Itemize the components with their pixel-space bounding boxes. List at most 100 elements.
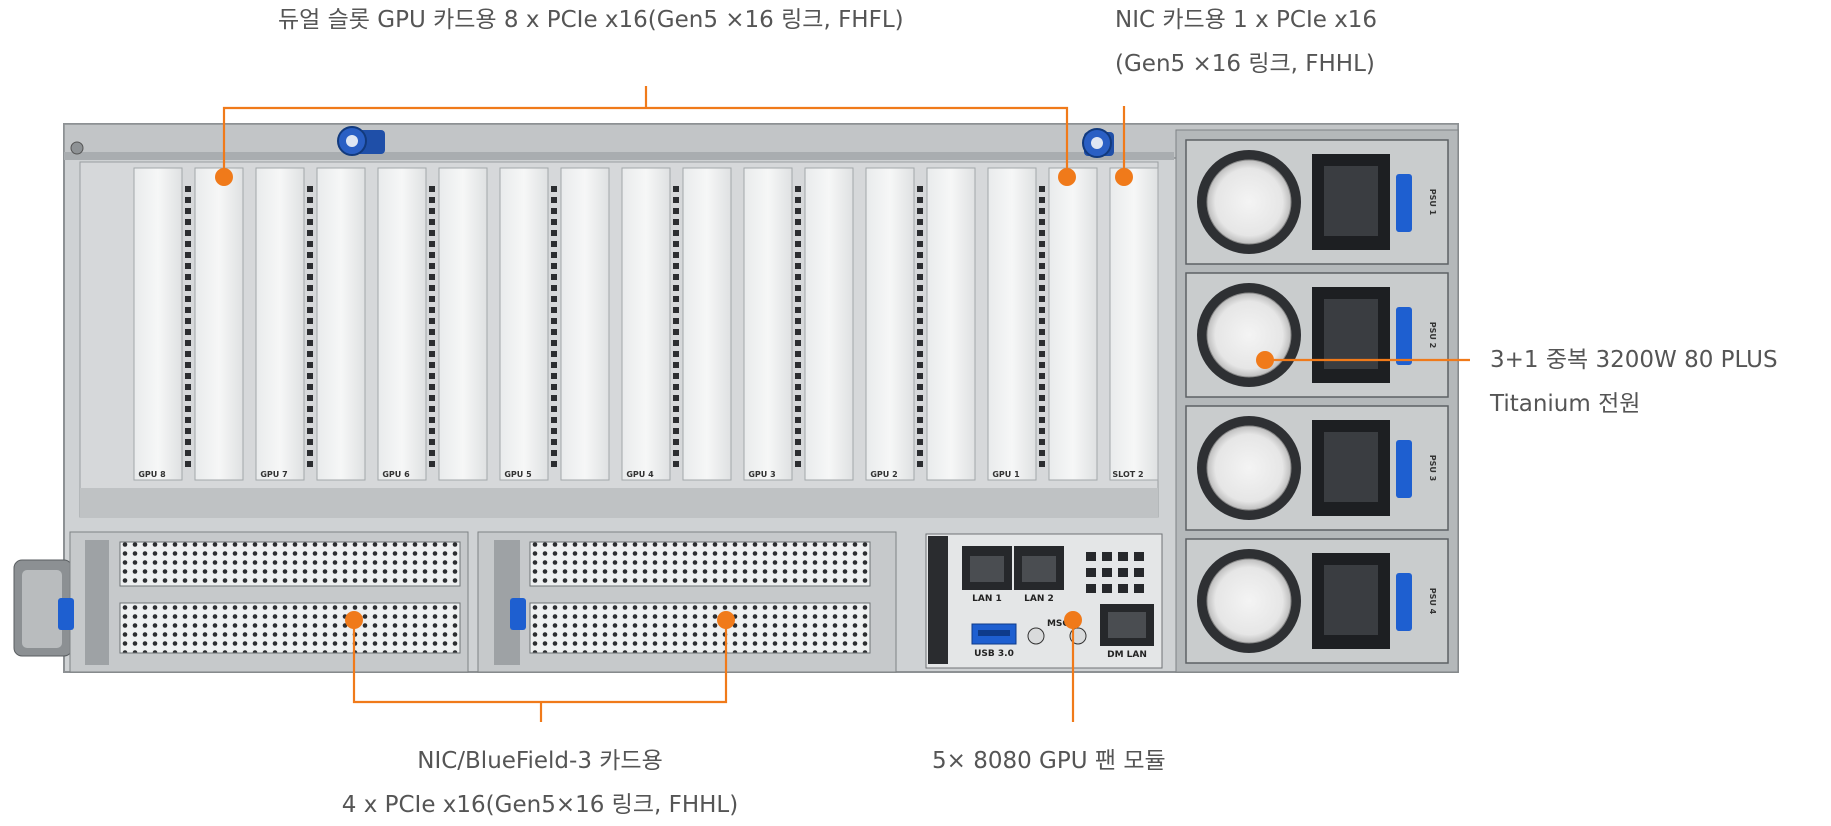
vent-slot (185, 384, 191, 390)
vent-slot (673, 373, 679, 379)
vent-slot (307, 318, 313, 324)
vent-slot (429, 307, 435, 313)
psu-release-latch[interactable] (1396, 573, 1412, 631)
usb-port[interactable] (971, 623, 1017, 645)
vent-slot (185, 186, 191, 192)
slot-label: GPU 7 (260, 470, 287, 479)
vent-slot (673, 186, 679, 192)
vent-slot (185, 439, 191, 445)
vent-slot (917, 362, 923, 368)
callout-dot (345, 611, 363, 629)
vent-slot (673, 219, 679, 225)
vent-slot (1039, 417, 1045, 423)
dm-lan-port[interactable] (1100, 604, 1154, 646)
vent-slot (307, 208, 313, 214)
vent-slot (551, 428, 557, 434)
pcie-bracket (255, 167, 305, 481)
vent-slot (917, 417, 923, 423)
psu-release-latch[interactable] (1396, 307, 1412, 365)
vent-slot (917, 285, 923, 291)
vent-slot (185, 252, 191, 258)
callout-dot (1115, 168, 1133, 186)
callout-fan-text: 5× 8080 GPU 팬 모듈 (932, 748, 1166, 774)
vent-slot (1039, 274, 1045, 280)
slot-label: GPU 3 (748, 470, 775, 479)
vent-slot (917, 461, 923, 467)
vent-slot (673, 197, 679, 203)
lan2-port[interactable] (1014, 546, 1064, 590)
vent-slot (307, 340, 313, 346)
vent-slot (917, 450, 923, 456)
psu-release-latch[interactable] (1396, 440, 1412, 498)
vent-slot (1039, 439, 1045, 445)
vent-slot (795, 461, 801, 467)
vent-slot (551, 186, 557, 192)
psu-release-latch[interactable] (1396, 174, 1412, 232)
pcie-bracket (865, 167, 915, 481)
pcie-bracket (194, 167, 244, 481)
vent-slot (917, 230, 923, 236)
callout-dot (1064, 611, 1082, 629)
vent-slot (673, 340, 679, 346)
vent-slot (917, 307, 923, 313)
vent-slot (185, 362, 191, 368)
vent-slot (1039, 406, 1045, 412)
io-panel: LAN 1 LAN 2 USB 3.0 MSC DM LAN (925, 533, 1163, 669)
vent-slot (917, 318, 923, 324)
callout-nic-slot-line2: (Gen5 ×16 링크, FHHL) (1115, 51, 1375, 77)
vent-slot (1039, 285, 1045, 291)
vent-slot (551, 208, 557, 214)
callout-dots (215, 168, 1274, 629)
vent-slot (551, 329, 557, 335)
pcie-bracket (1048, 167, 1098, 481)
vent-slot (185, 461, 191, 467)
lan2-label: LAN 2 (1024, 594, 1054, 604)
vent-slot (307, 274, 313, 280)
thumbscrew-icon[interactable] (1082, 128, 1114, 158)
psu-module: PSU 4 (1185, 538, 1449, 664)
vent-slot (1039, 252, 1045, 258)
callout-dot (1256, 351, 1274, 369)
callout-nic-bluefield-line2: 4 x PCIe x16(Gen5×16 링크, FHHL) (341, 792, 739, 818)
vent-slot (429, 329, 435, 335)
vent-grid (1086, 552, 1144, 593)
vent-slot (429, 296, 435, 302)
vent-slot (795, 241, 801, 247)
riser-cage-left (13, 531, 469, 673)
vent-slot (429, 373, 435, 379)
vent-slot (551, 219, 557, 225)
vent-slot (795, 230, 801, 236)
pcie-bracket (926, 167, 976, 481)
msc-button-icon[interactable] (1027, 627, 1045, 645)
vent-slot (795, 296, 801, 302)
vent-slot (307, 362, 313, 368)
pcie-bracket (621, 167, 671, 481)
vent-slot (551, 241, 557, 247)
vent-slot (429, 406, 435, 412)
lan1-port[interactable] (962, 546, 1012, 590)
callout-nic-slot-line1: NIC 카드용 1 x PCIe x16 (1115, 7, 1378, 33)
vent-slot (673, 329, 679, 335)
thumbscrew-icon[interactable] (337, 126, 385, 156)
vent-slot (551, 417, 557, 423)
vent-slot (673, 263, 679, 269)
pcie-bracket (804, 167, 854, 481)
vent-slot (185, 417, 191, 423)
vent-slot (795, 417, 801, 423)
vent-slot (1039, 362, 1045, 368)
slot-label: GPU 4 (626, 470, 654, 479)
vent-slot (795, 307, 801, 313)
vent-slot (1039, 263, 1045, 269)
lan1-label: LAN 1 (972, 594, 1002, 604)
vent-slot (307, 241, 313, 247)
vent-slot (551, 252, 557, 258)
vent-slot (795, 384, 801, 390)
vent-slot (673, 406, 679, 412)
vent-slot (551, 318, 557, 324)
vent-slot (795, 197, 801, 203)
callout-nic-bluefield: NIC/BlueField-3 카드용 4 x PCIe x16(Gen5×16… (310, 743, 770, 823)
slot-label: GPU 1 (992, 470, 1020, 479)
pcie-bracket (499, 167, 549, 481)
